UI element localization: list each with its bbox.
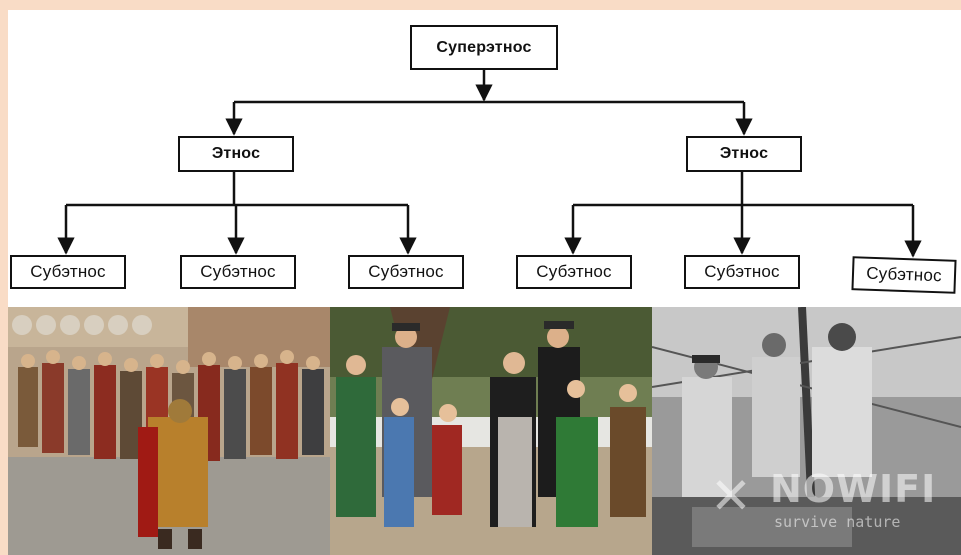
subethnos-box-4: Субэтнос <box>516 255 632 289</box>
subethnos-box-3: Субэтнос <box>348 255 464 289</box>
photo-bavarian-family <box>330 307 652 555</box>
subethnos-box-1: Субэтнос <box>10 255 126 289</box>
subethnos-box-2: Субэтнос <box>180 255 296 289</box>
photo-sailors: NOWIFI survive nature ✕ <box>652 307 961 555</box>
watermark-tagline: survive nature <box>774 513 901 531</box>
subethnos-box-5: Субэтнос <box>684 255 800 289</box>
hierarchy-connectors <box>57 70 922 258</box>
subethnos-box-6: Субэтнос <box>851 256 957 294</box>
ethnos-box-left: Этнос <box>178 136 294 172</box>
watermark-brand: NOWIFI <box>770 467 937 511</box>
photo-roman-legionaries <box>8 307 330 555</box>
ethnos-box-right: Этнос <box>686 136 802 172</box>
superethnos-box: Суперэтнос <box>410 25 558 70</box>
diagram-frame: Суперэтнос Этнос Этнос Субэтнос Субэтнос… <box>8 10 961 555</box>
watermark-logo-icon: ✕ <box>710 467 752 525</box>
